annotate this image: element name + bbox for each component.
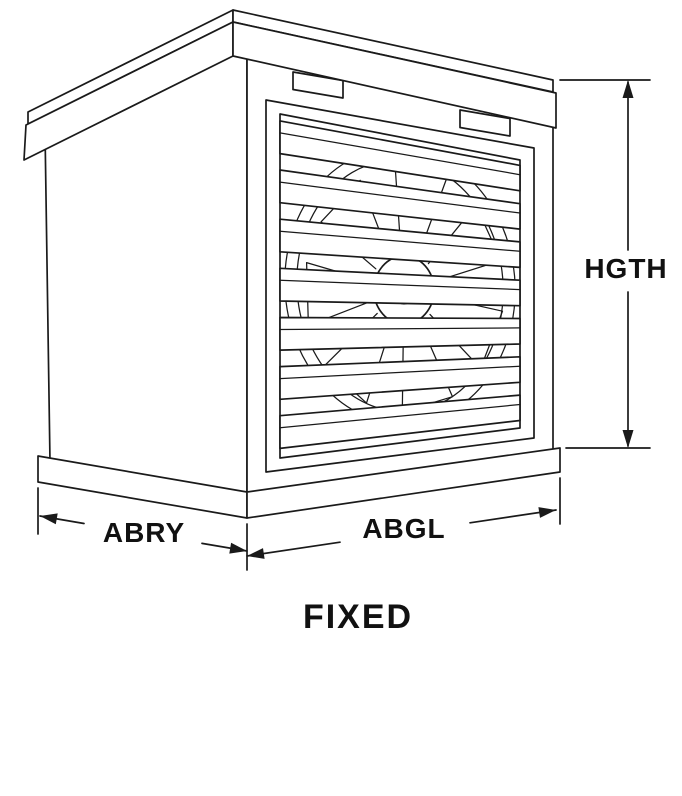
roof-cap [23, 9, 557, 161]
louver-blade-edge [279, 230, 521, 252]
figure-caption: FIXED [303, 598, 413, 636]
arrow-width-right-icon [538, 507, 556, 518]
height-dim-label: HGTH [584, 253, 667, 284]
base-plinth [37, 447, 561, 519]
louver-blade [279, 120, 521, 192]
louver-blade-edge [279, 403, 521, 429]
arrow-depth-right-icon [229, 542, 247, 554]
dimension-lines [37, 79, 651, 571]
arrow-down-icon [622, 430, 634, 448]
arrow-depth-left-icon [40, 513, 58, 525]
louver-assembly [265, 99, 535, 473]
louver-blade [279, 355, 521, 401]
louver-blade-edge [279, 327, 521, 331]
roof-molding-right [232, 21, 557, 129]
base-right [246, 447, 561, 519]
louver-blade [279, 169, 521, 230]
fan-blade [427, 204, 502, 282]
louver-blade [279, 267, 521, 307]
arrow-width-left-icon [247, 548, 265, 559]
depth-dim-label: ABRY [103, 517, 185, 548]
louver-blade-edge [279, 132, 521, 176]
width-dim-label: ABGL [362, 513, 445, 544]
vent-slot-right [459, 109, 511, 137]
louver-blade-edge [279, 365, 521, 380]
louver-blade-edge [279, 279, 521, 291]
louver-blade-edge [279, 181, 521, 214]
louver-blades [279, 120, 521, 450]
louver-blade [279, 316, 521, 351]
arrow-up-icon [622, 80, 634, 98]
louver-blade [279, 218, 521, 269]
louver-blade [279, 394, 521, 450]
